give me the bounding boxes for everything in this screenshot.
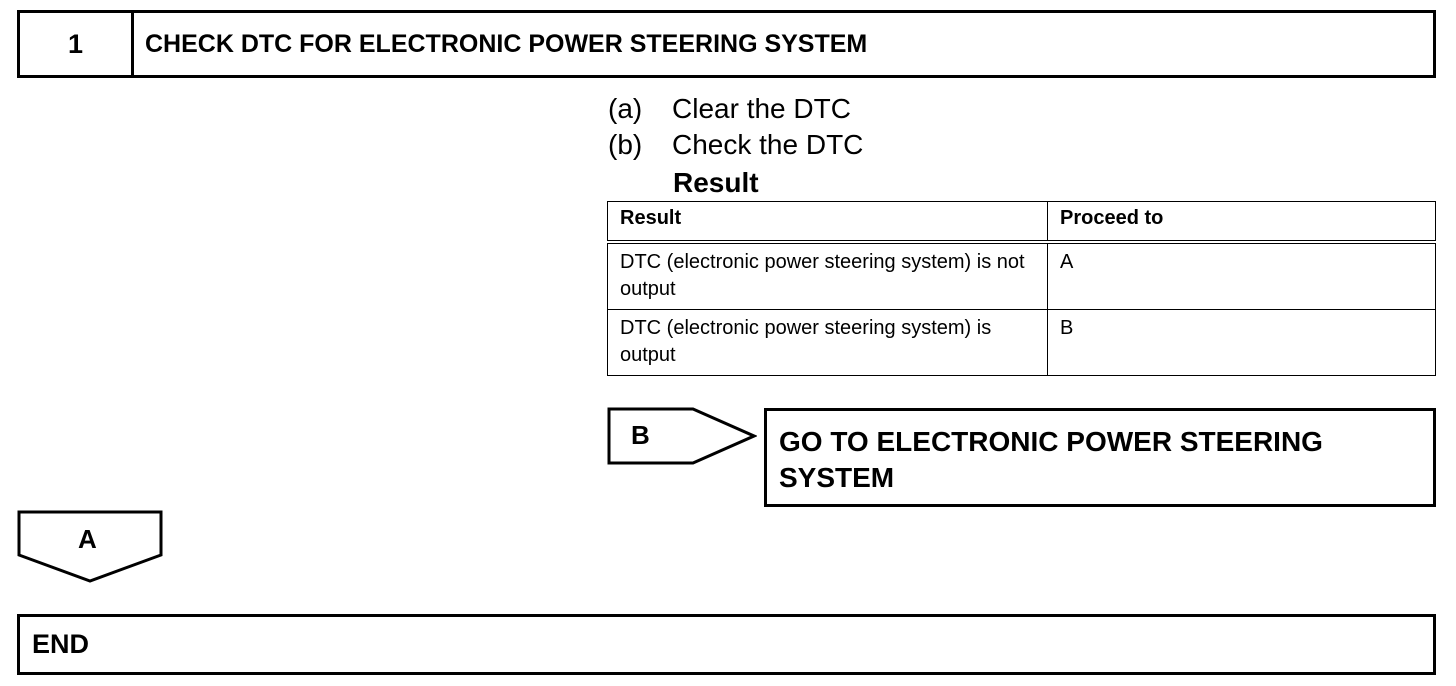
branch-b-target-box: GO TO ELECTRONIC POWER STEERING SYSTEM bbox=[764, 408, 1436, 507]
instruction-b: (b) Check the DTC bbox=[608, 127, 863, 163]
instruction-letter: (a) bbox=[608, 93, 643, 124]
step-header: 1 CHECK DTC FOR ELECTRONIC POWER STEERIN… bbox=[17, 10, 1436, 78]
table-header-row: Result Proceed to bbox=[607, 201, 1436, 244]
table-cell-proceed: A bbox=[1047, 241, 1436, 310]
step-title: CHECK DTC FOR ELECTRONIC POWER STEERING … bbox=[145, 29, 868, 58]
branch-b-target-text: GO TO ELECTRONIC POWER STEERING SYSTEM bbox=[779, 426, 1323, 493]
step-number: 1 bbox=[20, 13, 134, 75]
branch-a-arrow-icon bbox=[17, 510, 163, 583]
end-label: END bbox=[32, 629, 90, 659]
table-cell-result: DTC (electronic power steering system) i… bbox=[607, 241, 1048, 310]
branch-b-label: B bbox=[631, 420, 650, 450]
table-row: DTC (electronic power steering system) i… bbox=[607, 309, 1436, 376]
table-cell-proceed: B bbox=[1047, 309, 1436, 376]
column-header-proceed-to: Proceed to bbox=[1047, 201, 1436, 244]
result-table: Result Proceed to DTC (electronic power … bbox=[607, 201, 1436, 376]
branch-a-label: A bbox=[78, 524, 97, 554]
column-header-result: Result bbox=[607, 201, 1048, 244]
result-heading: Result bbox=[673, 167, 759, 198]
table-cell-result: DTC (electronic power steering system) i… bbox=[607, 309, 1048, 376]
table-row: DTC (electronic power steering system) i… bbox=[607, 241, 1436, 310]
end-box: END bbox=[17, 614, 1436, 675]
instruction-text: Clear the DTC bbox=[672, 93, 851, 124]
branch-b-arrow-icon bbox=[607, 407, 757, 465]
instruction-a: (a) Clear the DTC bbox=[608, 91, 851, 127]
instruction-letter: (b) bbox=[608, 129, 643, 160]
instruction-text: Check the DTC bbox=[672, 129, 864, 160]
